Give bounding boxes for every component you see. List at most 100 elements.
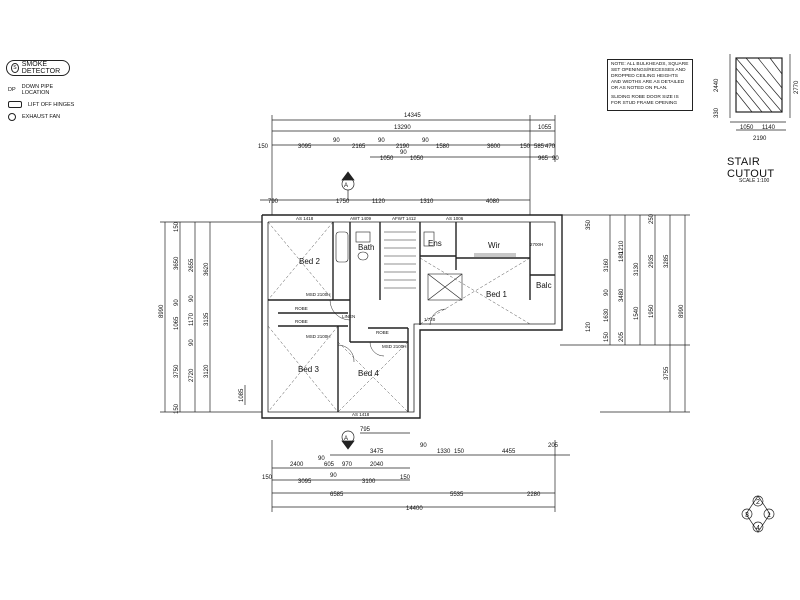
right-dim-3480: 3480: [619, 288, 625, 302]
left-dimensions: [160, 221, 262, 413]
top-dim-470: 470: [545, 144, 556, 150]
legend-lift-off: LIFT OFF HINGES: [8, 101, 76, 108]
bottom-dim-205: 205: [548, 443, 559, 449]
right-dim-350: 350: [586, 219, 592, 230]
bottom-dim-5535: 5535: [450, 492, 464, 498]
compass-4: 4: [756, 525, 760, 532]
stair-dim-2770: 2770: [794, 80, 800, 94]
compass-2: 2: [756, 499, 760, 506]
section-markers: [341, 171, 355, 450]
top-dim-1750: 1750: [336, 199, 350, 205]
right-dim-1630: 1630: [604, 308, 610, 322]
bottom-dim-3095: 3095: [298, 479, 312, 485]
lift-off-hinge-icon: [8, 101, 22, 108]
right-dim-3160: 3160: [604, 258, 610, 272]
top-dim-1310: 1310: [420, 199, 434, 205]
robe-label-1: ROBE: [295, 306, 308, 311]
left-dim-1170: 1170: [189, 312, 195, 326]
top-dim-4080: 4080: [486, 199, 500, 205]
right-dim-1210: 1210: [619, 240, 625, 254]
left-dim-2720: 2720: [189, 368, 195, 382]
stair-dim-2440: 2440: [714, 78, 720, 92]
top-dim-labels: 14345 13290 1055 150 3095 90 2165 90 219…: [258, 113, 559, 205]
right-dim-90: 90: [604, 289, 610, 296]
stair-cutout-title: STAIR CUTOUT: [727, 156, 775, 180]
top-dimensions: [260, 115, 556, 215]
top-dim-965: 965: [538, 156, 549, 162]
bottom-dim-90c: 90: [330, 473, 337, 479]
stair-dim-1050: 1050: [740, 125, 754, 131]
bottom-dim-2040: 2040: [370, 462, 384, 468]
room-bed1: Bed 1: [486, 290, 507, 299]
right-dim-1950: 1950: [649, 304, 655, 318]
robe-label-3: ROBE: [376, 330, 389, 335]
left-dim-1085: 1085: [239, 388, 245, 402]
left-dim-3620: 3620: [204, 262, 210, 276]
top-dim-3095: 3095: [298, 144, 312, 150]
top-dim-90a: 90: [333, 138, 340, 144]
window-label-5: AS 1418: [352, 412, 370, 417]
notes-box: NOTE: ALL BULKHEADS, SQUARE SET OPENINGS…: [607, 59, 693, 111]
top-dim-2190: 2190: [396, 144, 410, 150]
bottom-dim-970: 970: [342, 462, 353, 468]
top-dim-90c: 90: [422, 138, 429, 144]
top-dim-2165: 2165: [352, 144, 366, 150]
right-dim-3130: 3130: [634, 262, 640, 276]
top-dim-585: 585: [534, 144, 545, 150]
top-dim-1055: 1055: [538, 125, 552, 131]
section-a-bottom: A: [344, 436, 348, 442]
bottom-dim-150b: 150: [262, 475, 273, 481]
left-dim-3650: 3650: [174, 256, 180, 270]
room-ens: Ens: [428, 239, 442, 248]
stair-dim-2190: 2190: [753, 136, 767, 142]
top-dim-3600: 3600: [487, 144, 501, 150]
left-dim-1065: 1065: [174, 316, 180, 330]
top-dim-13290: 13290: [394, 125, 411, 131]
bottom-dim-1330: 1330: [437, 449, 451, 455]
top-dim-overall: 14345: [404, 113, 421, 119]
down-pipe-label: DOWN PIPE LOCATION: [21, 84, 54, 96]
stair-cutout-detail: [729, 54, 791, 131]
legend-symbols: DP DOWN PIPE LOCATION LIFT OFF HINGES EX…: [8, 84, 76, 126]
left-dim-3135: 3135: [204, 312, 210, 326]
bathroom-fixtures: [335, 231, 516, 263]
exhaust-fan-label: EXHAUST FAN: [22, 114, 61, 120]
room-wir: Wir: [488, 241, 500, 250]
right-dim-2935: 2935: [649, 254, 655, 268]
compass-3: 3: [745, 512, 749, 519]
right-dim-overall: 8990: [679, 304, 685, 318]
top-dim-1050b: 1050: [410, 156, 424, 162]
door-dim-label: 2700H: [530, 242, 543, 247]
bottom-dim-795: 795: [360, 427, 371, 433]
window-label-4: AS 1006: [446, 216, 464, 221]
stair-cutout-scale: SCALE 1:100: [739, 178, 770, 184]
robe-label-2: ROBE: [295, 319, 308, 324]
top-dim-1050a: 1050: [380, 156, 394, 162]
room-diagonals: [267, 221, 531, 413]
bottom-dim-3100: 3100: [362, 479, 376, 485]
top-dim-1120: 1120: [372, 199, 386, 205]
right-dim-3285: 3285: [664, 254, 670, 268]
bottom-dim-6585: 6585: [330, 492, 344, 498]
down-pipe-icon: DP: [8, 87, 16, 93]
stair-dim-label: 1/720: [424, 317, 436, 322]
right-dim-205: 205: [619, 331, 625, 342]
msd-label-2: MSD 2100H: [306, 334, 331, 339]
left-dim-90a: 90: [174, 299, 180, 306]
room-bed2: Bed 2: [299, 257, 320, 266]
smoke-detector-icon: S: [11, 63, 19, 73]
exhaust-fan-icon: [8, 113, 16, 121]
window-label-2: AWT 1409: [350, 216, 372, 221]
msd-label-1: MSD 2100H: [306, 292, 331, 297]
smoke-detector-label: SMOKE DETECTOR: [21, 61, 61, 75]
bottom-dimensions: [271, 432, 570, 512]
legend-exhaust-fan: EXHAUST FAN: [8, 113, 76, 121]
top-dim-90b: 90: [378, 138, 385, 144]
note-bulkheads: NOTE: ALL BULKHEADS, SQUARE SET OPENINGS…: [611, 62, 689, 91]
bottom-dim-2400: 2400: [290, 462, 304, 468]
bottom-dim-overall: 14400: [406, 506, 423, 512]
linen-label: LINEN: [342, 314, 355, 319]
compass-1: 1: [767, 512, 771, 519]
right-dimensions: [560, 214, 690, 413]
